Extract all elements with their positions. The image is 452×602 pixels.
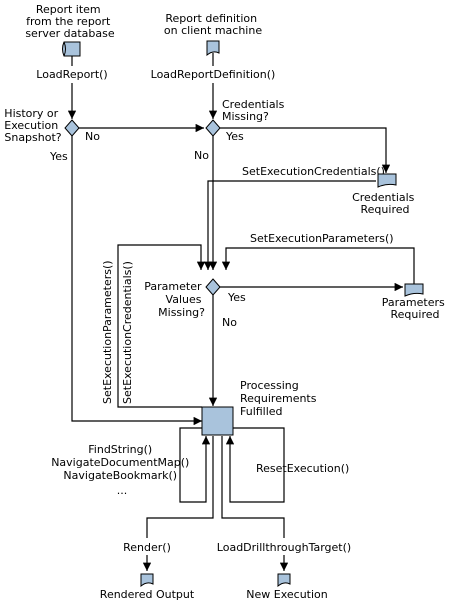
reset-execution-label: ResetExecution() bbox=[256, 462, 349, 475]
render-label: Render() bbox=[123, 541, 171, 554]
connector bbox=[221, 436, 285, 538]
no-branch-label: No bbox=[222, 316, 237, 329]
parameters-required-label: Parameters Required bbox=[382, 296, 448, 321]
document-icon bbox=[206, 40, 220, 57]
no-branch-label: No bbox=[194, 149, 209, 162]
credentials-missing-decision bbox=[205, 119, 221, 137]
navigation-methods-label: FindString() NavigateDocumentMap() Navig… bbox=[51, 443, 193, 497]
connector bbox=[146, 436, 214, 538]
output-document-icon bbox=[140, 573, 154, 588]
arrow bbox=[203, 180, 376, 270]
new-execution-label: New Execution bbox=[246, 588, 327, 601]
report-definition-source-label: Report definition on client machine bbox=[164, 12, 262, 37]
arrow bbox=[179, 427, 211, 503]
parameter-values-missing-question: Parameter Values Missing? bbox=[144, 280, 205, 319]
arrow bbox=[225, 427, 285, 503]
arrow bbox=[117, 244, 206, 408]
no-branch-label: No bbox=[85, 130, 100, 143]
processing-box bbox=[201, 406, 234, 436]
history-snapshot-decision bbox=[64, 119, 80, 137]
state-document-icon bbox=[377, 173, 397, 188]
history-snapshot-question: History or Execution Snapshot? bbox=[4, 107, 62, 144]
state-document-icon bbox=[404, 283, 424, 297]
parameter-values-missing-decision bbox=[205, 278, 221, 296]
output-document-icon bbox=[277, 573, 291, 588]
load-report-label: LoadReport() bbox=[36, 68, 107, 81]
set-execution-credentials-label: SetExecutionCredentials() bbox=[242, 165, 385, 178]
set-execution-parameters-label: SetExecutionParameters() bbox=[250, 232, 394, 245]
arrow bbox=[220, 127, 391, 173]
load-drillthrough-target-label: LoadDrillthroughTarget() bbox=[217, 541, 351, 554]
credentials-missing-question: Credentials Missing? bbox=[222, 98, 288, 123]
load-report-definition-label: LoadReportDefinition() bbox=[151, 68, 276, 81]
set-execution-credentials-vertical-label: SetExecutionCredentials() bbox=[121, 261, 134, 404]
rendered-output-label: Rendered Output bbox=[100, 588, 195, 601]
yes-branch-label: Yes bbox=[49, 150, 68, 163]
report-item-source-label: Report item from the report server datab… bbox=[25, 3, 115, 40]
yes-branch-label: Yes bbox=[227, 291, 246, 304]
set-execution-parameters-vertical-label: SetExecutionParameters() bbox=[101, 260, 114, 404]
yes-branch-label: Yes bbox=[225, 130, 244, 143]
credentials-required-label: Credentials Required bbox=[352, 191, 418, 216]
arrow bbox=[71, 136, 202, 426]
arrow bbox=[221, 247, 415, 286]
processing-requirements-fulfilled-label: Processing Requirements Fulfilled bbox=[240, 379, 320, 418]
database-icon bbox=[62, 41, 81, 57]
